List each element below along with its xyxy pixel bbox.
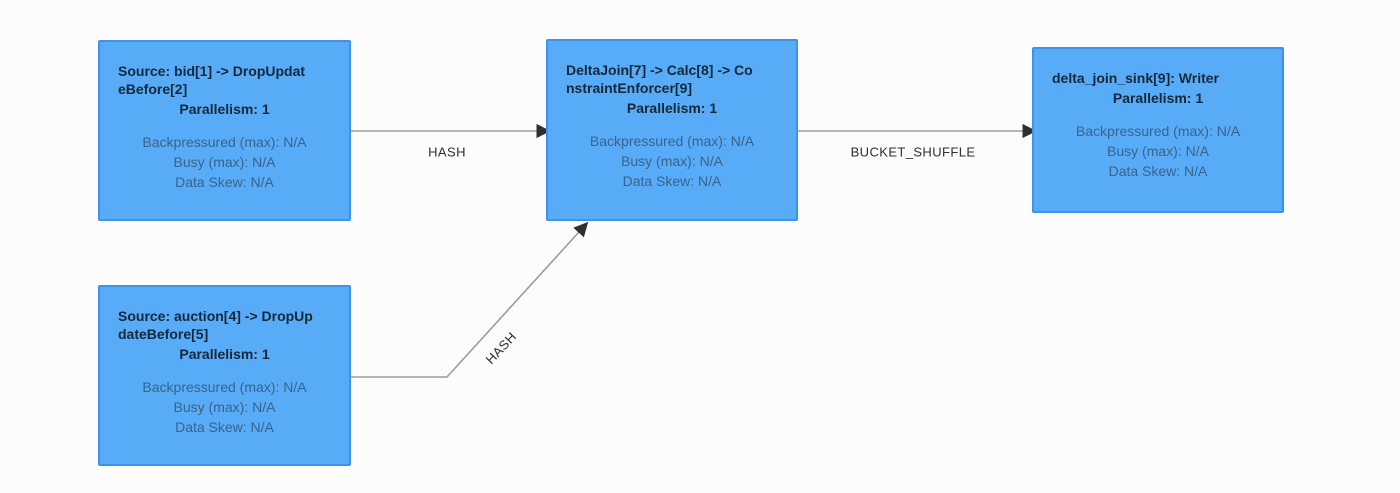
node-name-line: Source: auction[4] -> DropUp [118,308,313,324]
edge-label-hash-diagonal: HASH [482,329,520,367]
node-name: Source: auction[4] -> DropUp dateBefore[… [118,307,331,343]
edge-source-auction-to-deltajoin [351,221,589,378]
node-name-line: Source: bid[1] -> DropUpdat [118,63,306,79]
node-parallelism: Parallelism: 1 [179,346,270,362]
node-name: Source: bid[1] -> DropUpdat eBefore[2] [118,62,331,98]
node-parallelism: Parallelism: 1 [179,101,270,117]
node-deltajoin-calc-constraintenforcer[interactable]: DeltaJoin[7] -> Calc[8] -> Co nstraintEn… [546,39,798,221]
stat-busy: Busy (max): N/A [1107,143,1209,159]
node-name-line: DeltaJoin[7] -> Calc[8] -> Co [566,62,753,78]
stat-data-skew: Data Skew: N/A [1108,163,1208,179]
node-name-line: delta_join_sink[9]: Writer [1052,70,1220,86]
node-parallelism: Parallelism: 1 [626,100,718,116]
node-name-line: nstraintEnforcer[9] [566,80,693,96]
stat-backpressured: Backpressured (max): N/A [142,134,307,150]
edge-label-bucket-shuffle: BUCKET_SHUFFLE [850,144,976,160]
edge-label-hash-top: HASH [428,144,466,160]
node-source-bid[interactable]: Source: bid[1] -> DropUpdat eBefore[2] P… [98,40,351,221]
stat-busy: Busy (max): N/A [621,153,723,169]
stat-data-skew: Data Skew: N/A [622,173,722,189]
node-delta-join-sink-writer[interactable]: delta_join_sink[9]: Writer Parallelism: … [1032,47,1284,213]
node-name: DeltaJoin[7] -> Calc[8] -> Co nstraintEn… [566,61,778,97]
stat-backpressured: Backpressured (max): N/A [1075,123,1241,139]
stat-data-skew: Data Skew: N/A [175,419,274,435]
stat-busy: Busy (max): N/A [173,154,276,170]
node-name: delta_join_sink[9]: Writer [1052,69,1264,87]
node-parallelism: Parallelism: 1 [1112,90,1204,106]
node-stats: Backpressured (max): N/A Busy (max): N/A… [118,377,331,437]
node-stats: Backpressured (max): N/A Busy (max): N/A… [1052,121,1264,181]
stat-backpressured: Backpressured (max): N/A [142,379,307,395]
stat-busy: Busy (max): N/A [173,399,276,415]
node-source-auction[interactable]: Source: auction[4] -> DropUp dateBefore[… [98,285,351,466]
node-stats: Backpressured (max): N/A Busy (max): N/A… [566,131,778,191]
node-name-line: dateBefore[5] [118,326,209,342]
node-name-line: eBefore[2] [118,81,188,97]
stat-data-skew: Data Skew: N/A [175,174,274,190]
stat-backpressured: Backpressured (max): N/A [589,133,755,149]
node-stats: Backpressured (max): N/A Busy (max): N/A… [118,132,331,192]
